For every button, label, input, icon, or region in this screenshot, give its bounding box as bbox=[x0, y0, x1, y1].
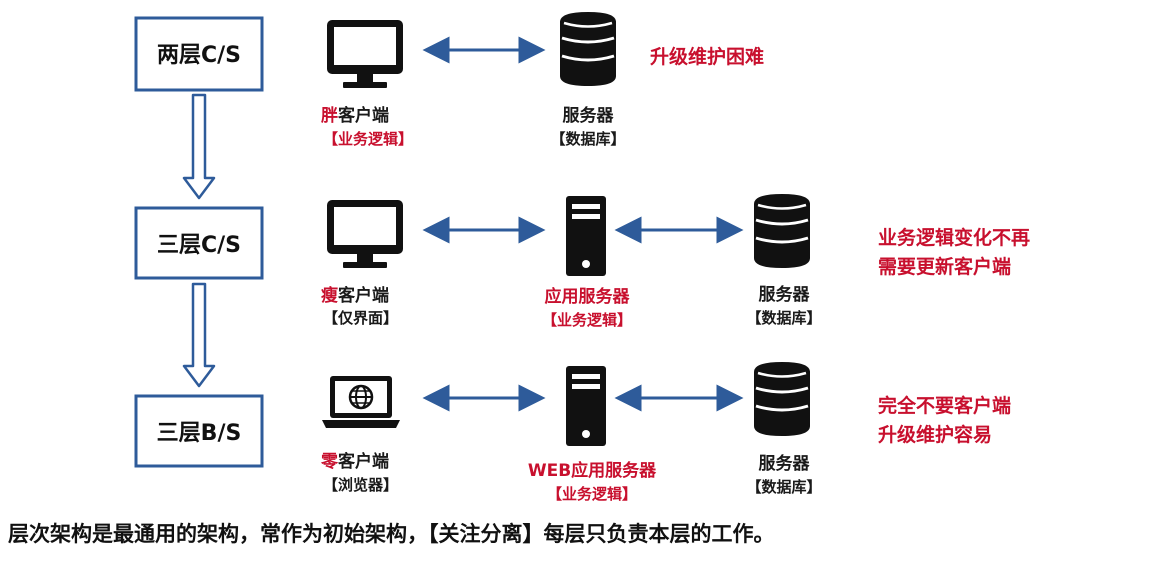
tier-note: 完全不要客户端 bbox=[878, 394, 1011, 417]
db-server-sub-label: 【数据库】 bbox=[746, 309, 821, 327]
client-label: 零客户端 bbox=[320, 451, 389, 472]
tier-box-three-tier-cs: 三层C/S bbox=[134, 206, 264, 280]
app-server-label: WEB应用服务器 bbox=[528, 460, 657, 481]
db-server-sub-label: 【数据库】 bbox=[746, 478, 821, 496]
db-server-label: 服务器 bbox=[759, 453, 811, 474]
db-server-label: 服务器 bbox=[759, 284, 811, 305]
client-sub-label: 【业务逻辑】 bbox=[323, 130, 413, 148]
tier-note: 需要更新客户端 bbox=[878, 255, 1011, 278]
tower-server-icon bbox=[566, 196, 606, 276]
tier-label: 三层C/S bbox=[157, 233, 241, 258]
database-icon bbox=[752, 192, 812, 270]
app-server-sub-label: 【业务逻辑】 bbox=[542, 311, 632, 329]
app-server-sub-label: 【业务逻辑】 bbox=[547, 485, 637, 503]
monitor-icon bbox=[327, 200, 403, 268]
tower-server-icon bbox=[566, 366, 606, 446]
client-label: 瘦客户端 bbox=[321, 285, 389, 306]
tier-box-three-tier-bs: 三层B/S bbox=[134, 394, 264, 468]
tier-note: 业务逻辑变化不再 bbox=[878, 226, 1030, 249]
diagram-caption: 层次架构是最通用的架构，常作为初始架构，【关注分离】每层只负责本层的工作。 bbox=[8, 522, 775, 546]
app-server-label: 应用服务器 bbox=[545, 286, 631, 307]
client-sub-label: 【仅界面】 bbox=[323, 309, 398, 327]
client-label: 胖客户端 bbox=[321, 105, 389, 126]
down-arrow-icon bbox=[182, 93, 216, 200]
tier-note: 升级维护容易 bbox=[878, 423, 992, 446]
laptop-globe-icon bbox=[320, 374, 402, 430]
client-sub-label: 【浏览器】 bbox=[323, 476, 398, 494]
tier-box-two-tier-cs: 两层C/S bbox=[134, 16, 264, 92]
architecture-diagram: 两层C/S 三层C/S 三层B/S 胖客户端 【业务逻辑】 服务器 【数据库】 … bbox=[134, 10, 1030, 503]
database-icon bbox=[752, 360, 812, 438]
monitor-icon bbox=[327, 20, 403, 88]
db-server-sub-label: 【数据库】 bbox=[550, 130, 625, 148]
tier-note: 升级维护困难 bbox=[650, 45, 764, 68]
db-server-label: 服务器 bbox=[563, 105, 615, 126]
tier-label: 三层B/S bbox=[157, 421, 242, 446]
database-icon bbox=[558, 10, 618, 88]
tier-label: 两层C/S bbox=[157, 43, 241, 68]
down-arrow-icon bbox=[182, 282, 216, 388]
